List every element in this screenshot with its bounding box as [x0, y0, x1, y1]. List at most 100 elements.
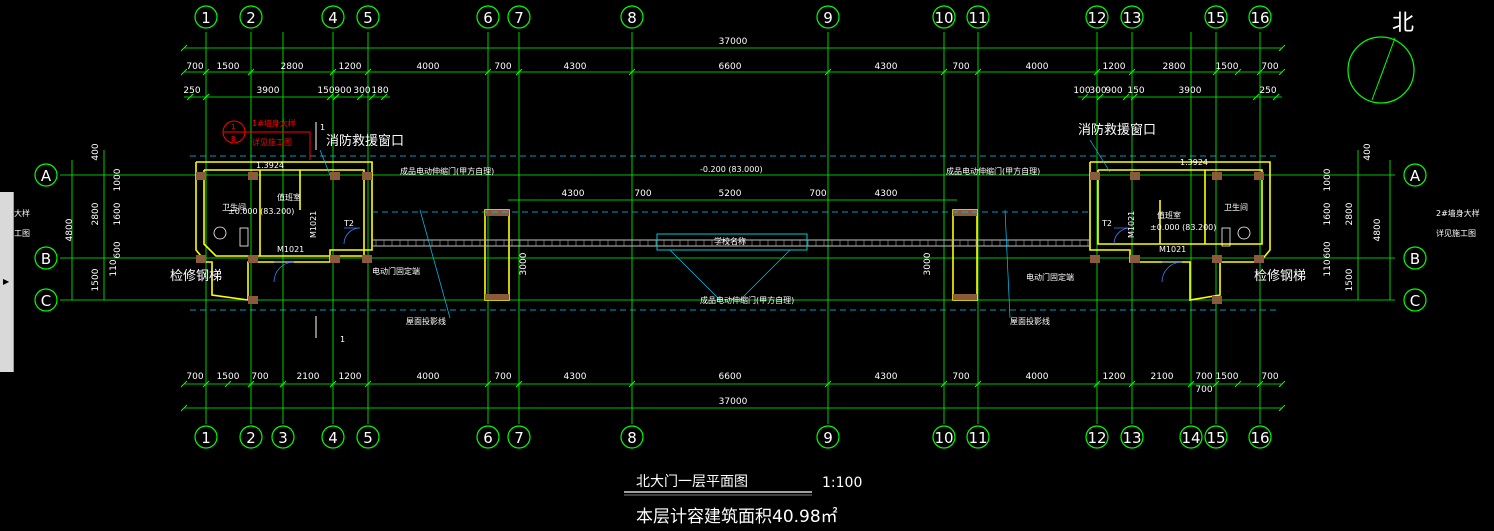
- dimension-tick: [1256, 380, 1264, 388]
- dimension-text: 700: [634, 189, 651, 199]
- dimension-tick: [1128, 68, 1136, 76]
- dimension-text: 2800: [1345, 202, 1355, 225]
- dimension-text: 110: [109, 259, 119, 276]
- dimension-text: 4000: [417, 372, 440, 382]
- dimension-tick: [186, 93, 194, 101]
- axis-bubble-bottom: 8: [620, 425, 644, 449]
- dimension-tick: [974, 380, 982, 388]
- axis-bubble-top: 10: [932, 5, 956, 29]
- dimension-tick: [1272, 93, 1280, 101]
- structural-column: [1212, 296, 1222, 304]
- motor-label-left: 电动门固定端: [372, 266, 420, 276]
- dimension-tick: [484, 68, 492, 76]
- dimension-tick: [824, 380, 832, 388]
- axis-label: 2: [246, 429, 256, 447]
- dimension-text: 3000: [519, 252, 529, 275]
- dimension-text: 37000: [719, 397, 748, 407]
- axis-label: 15: [1206, 429, 1225, 447]
- t2-label-left: T2: [343, 219, 354, 228]
- dimension-text: 300: [1089, 86, 1106, 96]
- door-swing: [343, 227, 361, 245]
- dimension-tick: [515, 68, 523, 76]
- axis-bubble-bottom: 7: [507, 425, 531, 449]
- dimension-text: 1500: [1345, 268, 1355, 291]
- axis-bubble-bottom: 9: [816, 425, 840, 449]
- structural-column: [1130, 172, 1140, 180]
- door-swing: [273, 261, 295, 283]
- axis-bubble-top: 9: [816, 5, 840, 29]
- dimension-text: 150: [1127, 86, 1144, 96]
- dimension-text: 1200: [339, 372, 362, 382]
- gate-pillar: [952, 209, 978, 301]
- duty-room-label-left: 值班室: [277, 192, 301, 202]
- axis-label: 11: [968, 429, 987, 447]
- dimension-text: 1600: [1323, 202, 1333, 225]
- axis-bubble-top: 6: [476, 5, 500, 29]
- side-panel-toggle[interactable]: ▶: [0, 192, 14, 372]
- pillar-cap: [485, 210, 509, 216]
- dimension-tick: [1234, 380, 1242, 388]
- dimension-text: 4300: [875, 62, 898, 72]
- axis-bubble-bottom: 5: [356, 425, 380, 449]
- dimension-text: 700: [186, 62, 203, 72]
- dimension-tick: [368, 93, 376, 101]
- axis-bubble-top: 7: [507, 5, 531, 29]
- structural-column: [248, 172, 258, 180]
- dimension-text: 100: [1073, 86, 1090, 96]
- duty-room-label-right: 值班室: [1157, 210, 1181, 220]
- axis-label: 5: [363, 9, 373, 27]
- dimension-tick: [380, 93, 388, 101]
- wall-detail-text-2: 详见施工图: [252, 137, 292, 147]
- door-label-right: M1021: [1159, 245, 1186, 254]
- dimension-tick: [1278, 68, 1286, 76]
- dimension-tick: [1278, 404, 1286, 412]
- axis-label: C: [41, 292, 51, 310]
- north-arrow: 北: [1347, 11, 1415, 104]
- dimension-text: 700: [952, 62, 969, 72]
- dimension-text: 1200: [1103, 62, 1126, 72]
- axis-label: 5: [363, 429, 373, 447]
- dimension-text: 4000: [417, 62, 440, 72]
- dimension-text: 4300: [875, 189, 898, 199]
- mid-level-label: -0.200 (83.000): [700, 165, 763, 174]
- door-swing: [1113, 227, 1131, 245]
- axis-label: 7: [514, 9, 524, 27]
- dimension-tick: [1278, 380, 1286, 388]
- dimension-tick: [628, 380, 636, 388]
- axis-label: 9: [823, 429, 833, 447]
- dimension-text: 700: [494, 372, 511, 382]
- dimension-text: 250: [1259, 86, 1276, 96]
- guardhouse-inner-wall-left: [203, 169, 365, 257]
- leader-line: [1004, 209, 1011, 319]
- dimension-tick: [180, 404, 188, 412]
- left-wall-note-2: 工图: [14, 229, 30, 238]
- drawing-scale: 1:100: [822, 475, 862, 491]
- dimension-tick: [329, 68, 337, 76]
- axis-bubble-top: 12: [1085, 5, 1109, 29]
- axis-bubble-top: 15: [1204, 5, 1228, 29]
- level-top-left: 1.3924: [256, 161, 284, 170]
- dimension-text: 700: [251, 372, 268, 382]
- title-block: 北大门一层平面图 1:100 本层计容建筑面积40.98㎡: [624, 474, 862, 527]
- dimension-text: 2100: [297, 372, 320, 382]
- dimension-text: 180: [371, 86, 388, 96]
- dimension-text: 4800: [65, 218, 75, 241]
- dimension-tick: [1187, 380, 1195, 388]
- dimension-text: 700: [1261, 372, 1278, 382]
- structural-column: [196, 172, 206, 180]
- axis-label: 11: [968, 9, 987, 27]
- axis-bubble-bottom: 3: [271, 425, 295, 449]
- dimension-tick: [202, 93, 210, 101]
- dimension-tick: [180, 380, 188, 388]
- axis-bubble-top: 16: [1248, 5, 1272, 29]
- dimension-text: 250: [183, 86, 200, 96]
- dimension-tick: [332, 93, 340, 101]
- axis-label: B: [41, 250, 51, 268]
- toilet-fixture: [213, 226, 227, 240]
- dimension-tick: [364, 380, 372, 388]
- dimension-tick: [1130, 93, 1138, 101]
- toilet-label-right: 卫生间: [1224, 202, 1248, 212]
- structural-column: [1130, 255, 1140, 263]
